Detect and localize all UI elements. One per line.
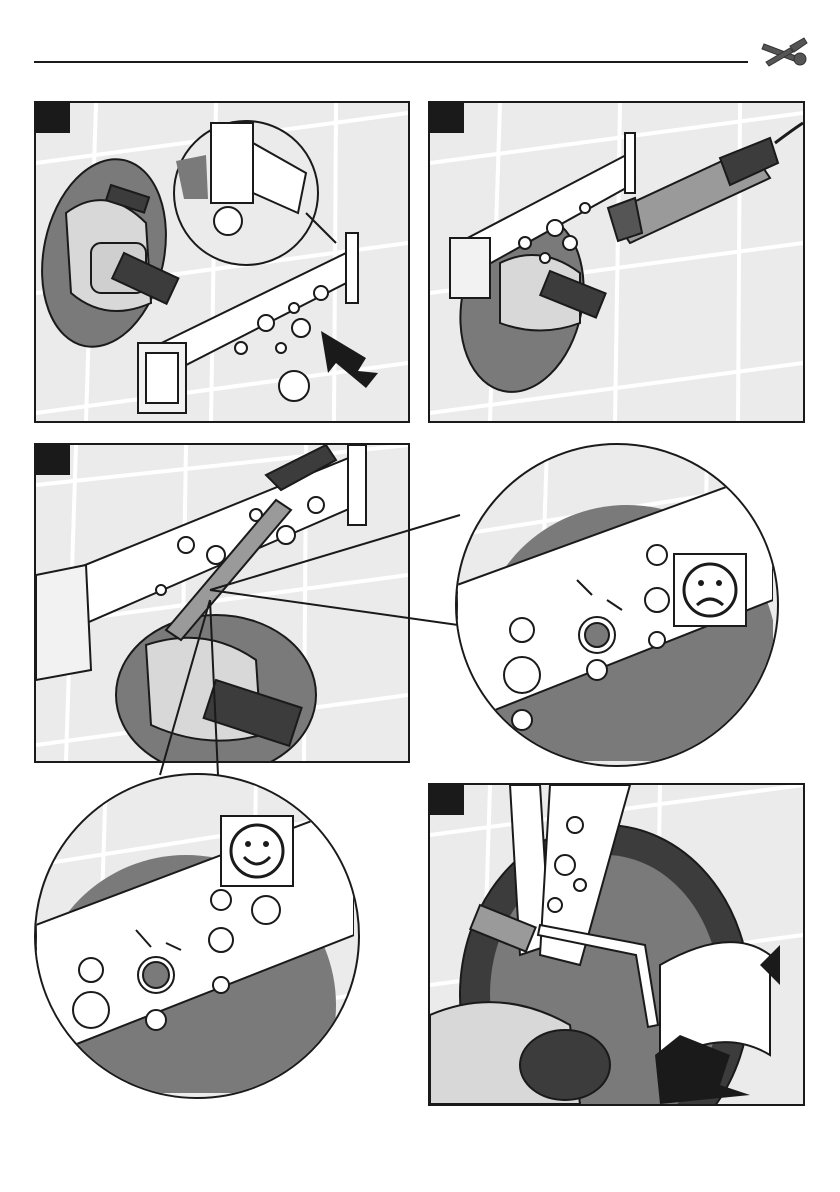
step-2-badge xyxy=(430,103,464,133)
step-3-panel xyxy=(34,443,410,763)
header-rule xyxy=(34,61,748,63)
step-3-illustration xyxy=(36,445,408,761)
step-3-badge xyxy=(36,445,70,475)
step-1-illustration xyxy=(36,103,408,421)
step-4-badge xyxy=(430,785,464,815)
happy-face-icon xyxy=(220,815,294,887)
sad-face-icon xyxy=(673,553,747,627)
wrench-and-screwdriver-icon xyxy=(760,34,808,70)
detail-correct-circle xyxy=(34,773,360,1099)
detail-wrong-circle xyxy=(455,443,779,767)
step-2-illustration xyxy=(430,103,803,421)
step-2-panel xyxy=(428,101,805,423)
step-1-panel xyxy=(34,101,410,423)
step-1-badge xyxy=(36,103,70,133)
step-4-illustration xyxy=(430,785,803,1104)
step-4-panel xyxy=(428,783,805,1106)
